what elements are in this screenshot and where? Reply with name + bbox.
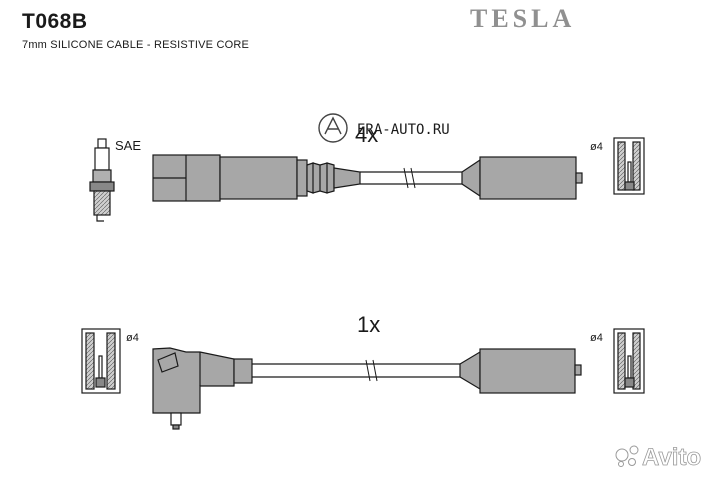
brand-logo: TESLA xyxy=(470,4,576,33)
avito-logo-icon xyxy=(615,445,639,467)
spark-plug-icon xyxy=(89,138,115,222)
coil-terminal-bottom-right-icon xyxy=(613,328,645,394)
cable-bottom xyxy=(152,347,582,430)
cable-description: 7mm SILICONE CABLE - RESISTIVE CORE xyxy=(22,39,250,51)
watermark-site: ERA-AUTO.RU xyxy=(357,122,450,138)
terminal-diameter-top-right: ø4 xyxy=(590,141,603,153)
watermark-logo-icon xyxy=(318,113,348,143)
avito-watermark: Avito xyxy=(642,444,701,471)
part-code: T068B xyxy=(22,10,88,33)
coil-boot-bottom xyxy=(479,348,576,394)
terminal-diameter-bottom-right: ø4 xyxy=(590,332,603,344)
coil-terminal-top-right-icon xyxy=(613,137,645,195)
spark-plug-type-label: SAE xyxy=(115,138,141,153)
coil-terminal-bottom-left-icon xyxy=(81,328,121,394)
terminal-diameter-bottom-left: ø4 xyxy=(126,332,139,344)
quantity-bottom-label: 1x xyxy=(357,312,380,337)
quantity-top-label: 4x xyxy=(355,122,378,147)
coil-boot-top xyxy=(479,156,577,200)
cable-top xyxy=(152,154,583,202)
